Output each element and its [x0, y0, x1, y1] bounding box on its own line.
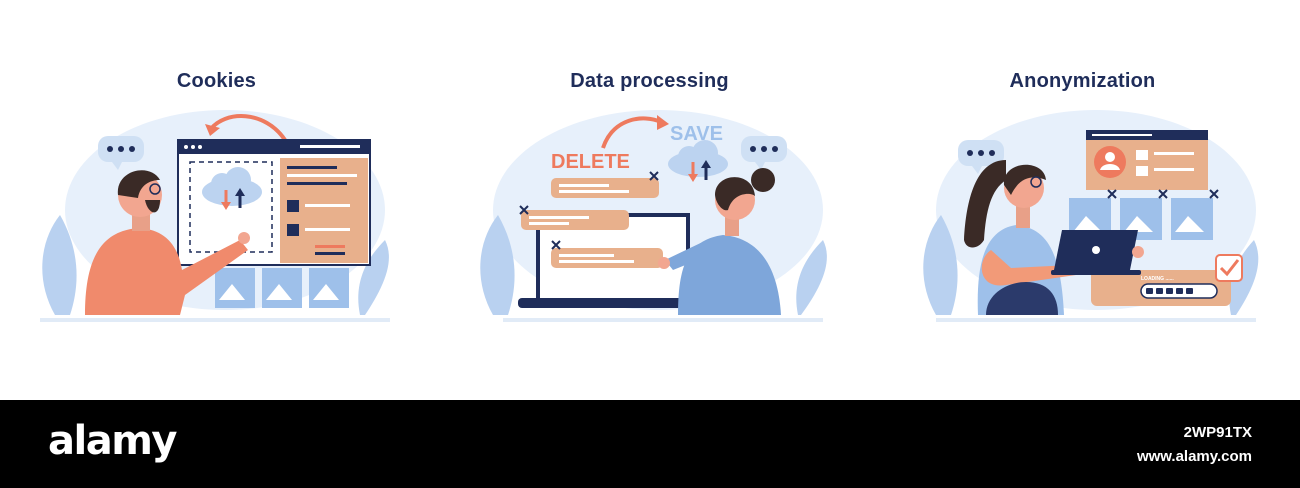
man-figure [85, 170, 250, 315]
panel-title-cookies: Cookies [176, 70, 257, 92]
cookies-illustration [40, 110, 390, 322]
loading-label: LOADING ...... [1141, 276, 1174, 282]
chat-bubble-icon [741, 136, 787, 170]
chat-bubble-icon [98, 136, 144, 170]
cloud-sync-icon [668, 140, 728, 182]
data-records [519, 171, 663, 268]
cloud-sync-icon [202, 167, 262, 210]
save-label: SAVE [670, 123, 723, 145]
chat-bubble-icon [958, 140, 1004, 174]
site-url: www.alamy.com [1136, 448, 1252, 465]
panel-anonymization: Anonymization [866, 0, 1299, 400]
curved-arrow-icon [208, 114, 287, 142]
browser-window [177, 139, 371, 266]
leaf-decoration-icon [480, 215, 827, 315]
anonymization-illustration: LOADING ...... [923, 110, 1259, 322]
delete-label: DELETE [551, 151, 630, 173]
loading-card: LOADING ...... [1091, 254, 1243, 306]
panel-title-anonymization: Anonymization [1009, 70, 1156, 92]
image-id: 2WP91TX [1183, 424, 1252, 441]
panel-cookies: Cookies [0, 0, 433, 400]
woman-figure [964, 160, 1144, 315]
woman-figure [658, 168, 781, 315]
close-icon [519, 171, 659, 250]
curved-arrow-icon [601, 116, 662, 149]
leaf-decoration-icon [923, 215, 1259, 315]
leaf-decoration-icon [42, 215, 389, 315]
close-icon [1107, 189, 1219, 199]
panel-data-processing: Data processing DELETE SAVE [433, 0, 866, 400]
profile-window [1086, 130, 1208, 190]
panel-title-data-processing: Data processing [570, 70, 729, 92]
watermark-footer: alamy 2WP91TX www.alamy.com [0, 400, 1300, 488]
image-thumbnails [215, 268, 349, 308]
checkbox-icon [1215, 254, 1243, 282]
data-processing-illustration: DELETE SAVE [480, 110, 827, 322]
alamy-logo: alamy [48, 418, 177, 464]
